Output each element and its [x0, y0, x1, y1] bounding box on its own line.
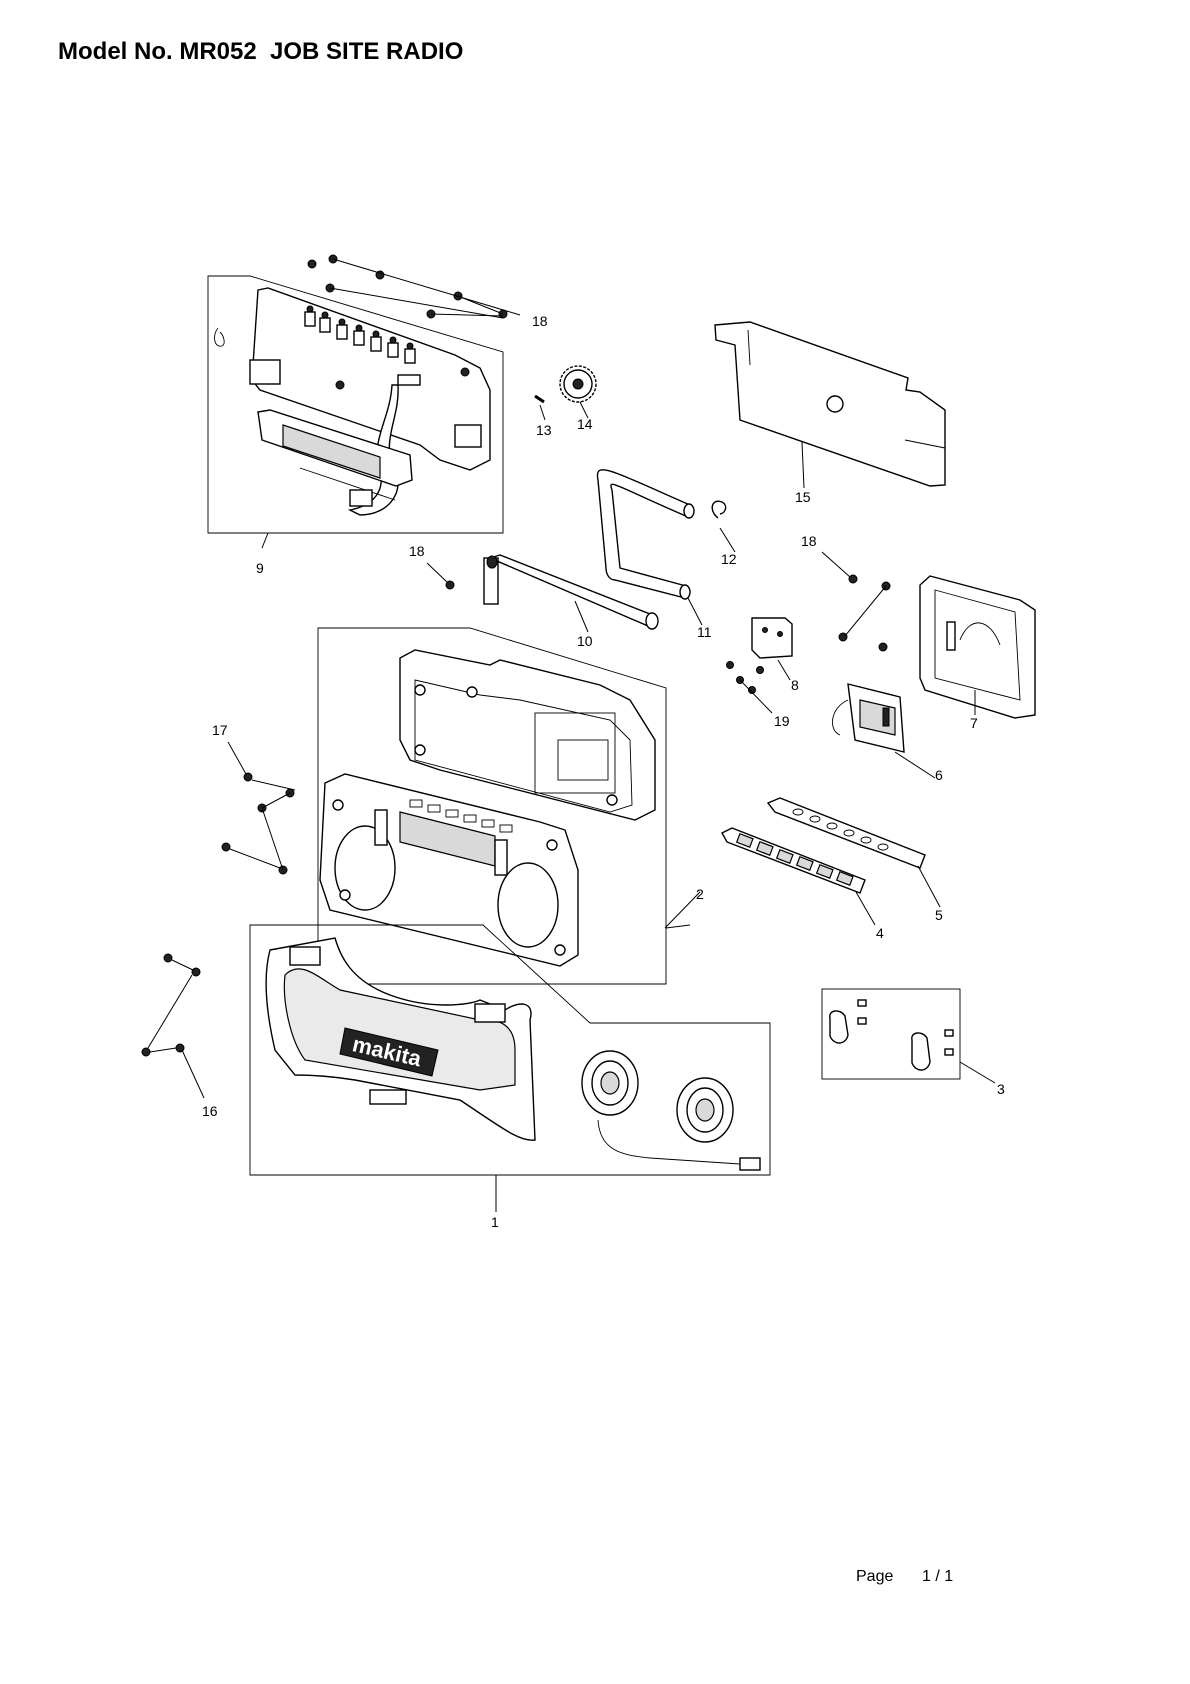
callout-11: 11 — [697, 624, 712, 640]
callout-6: 6 — [935, 767, 943, 783]
callout-1: 1 — [491, 1214, 499, 1230]
callout-2: 2 — [696, 886, 704, 902]
callout-3: 3 — [997, 1081, 1005, 1097]
part-4-buttons — [721, 827, 876, 926]
page-title: Model No. MR052 JOB SITE RADIO — [58, 38, 464, 65]
part-18-screws-top — [307, 254, 521, 319]
part-6-connector — [832, 683, 936, 779]
part-15-sheet — [714, 321, 946, 489]
part-10-antenna — [483, 554, 659, 633]
page-number: 1 / 1 — [922, 1568, 954, 1585]
part-5-button-holder — [766, 797, 941, 908]
callout-labels: 1 2 3 4 5 6 7 8 9 10 11 12 13 14 15 16 1… — [202, 313, 1005, 1230]
callout-4: 4 — [876, 925, 884, 941]
callout-18-right: 18 — [801, 533, 817, 549]
part-14-gear — [559, 365, 597, 419]
part-8-plate — [751, 617, 793, 681]
part-9-pcb-assembly — [207, 275, 504, 549]
callout-18-mid: 18 — [409, 543, 425, 559]
callout-9: 9 — [256, 560, 264, 576]
callout-19: 19 — [774, 713, 790, 729]
callout-12: 12 — [721, 551, 737, 567]
callout-13: 13 — [536, 422, 552, 438]
callout-10: 10 — [577, 633, 593, 649]
part-18-screws-right — [821, 551, 891, 652]
part-16-screws — [141, 953, 205, 1099]
part-3-knobs — [821, 988, 996, 1084]
part-12-ring — [711, 500, 736, 553]
callout-7: 7 — [970, 715, 978, 731]
callout-18-top: 18 — [532, 313, 548, 329]
callout-15: 15 — [795, 489, 811, 505]
callout-14: 14 — [577, 416, 593, 432]
callout-8: 8 — [791, 677, 799, 693]
part-11-handle — [596, 469, 703, 626]
part-1-front-grille: makita — [249, 924, 771, 1212]
part-17-screws — [221, 741, 296, 875]
part-2-housing — [317, 627, 701, 985]
part-18-screw-mid — [426, 562, 455, 590]
part-19-screws — [726, 661, 773, 714]
callout-17: 17 — [212, 722, 228, 738]
callout-5: 5 — [935, 907, 943, 923]
callout-16: 16 — [202, 1103, 218, 1119]
part-13-pin — [534, 394, 546, 421]
part-7-frame — [919, 575, 1036, 719]
page-label: Page — [856, 1568, 894, 1585]
